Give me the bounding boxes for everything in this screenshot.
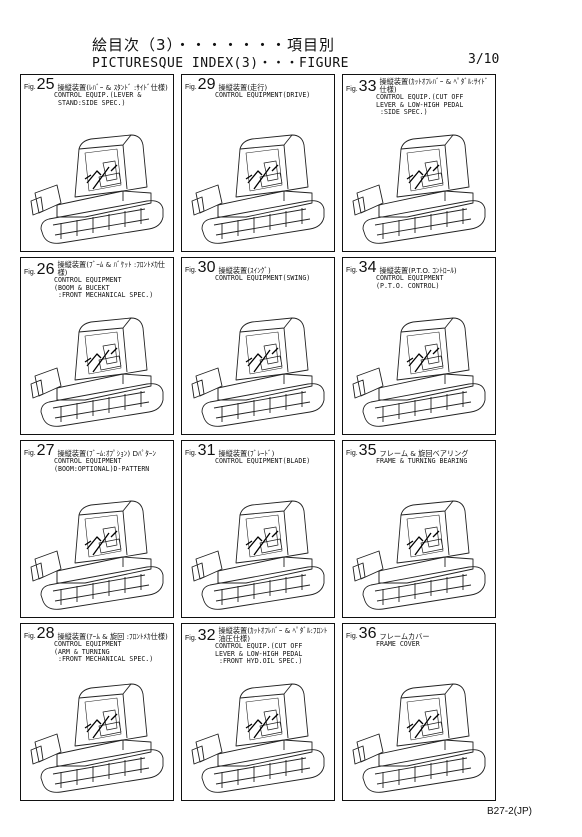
figure-caption: Fig. 32 操縦装置(ｶｯﾄｵﾌﾚﾊﾞｰ & ﾍﾟﾀﾞﾙ:ﾌﾛﾝﾄ油圧仕様)… (185, 627, 331, 666)
excavator-illustration (191, 683, 325, 793)
figure-cell-32[interactable]: Fig. 32 操縦装置(ｶｯﾄｵﾌﾚﾊﾞｰ & ﾍﾟﾀﾞﾙ:ﾌﾛﾝﾄ油圧仕様)… (181, 623, 335, 801)
fig-label: Fig. (346, 86, 358, 93)
fig-title-en: CONTROL EQUIPMENT(DRIVE) (215, 91, 311, 99)
fig-number: 34 (358, 259, 377, 276)
fig-number: 36 (358, 625, 377, 642)
fig-number: 32 (197, 627, 216, 644)
figure-cell-36[interactable]: Fig. 36 フレームカバー FRAME COVER (342, 623, 496, 801)
figure-caption: Fig. 36 フレームカバー FRAME COVER (346, 625, 492, 649)
document-code: B27-2(JP) (487, 806, 533, 817)
fig-label: Fig. (346, 633, 358, 640)
header-title-en: PICTURESQUE INDEX(3)・・・FIGURE (92, 56, 349, 71)
figure-caption: Fig. 26 操縦装置(ﾌﾞｰﾑ & ﾊﾞｹｯﾄ :ﾌﾛﾝﾄﾒｶ仕様) CON… (24, 261, 170, 300)
figure-cell-26[interactable]: Fig. 26 操縦装置(ﾌﾞｰﾑ & ﾊﾞｹｯﾄ :ﾌﾛﾝﾄﾒｶ仕様) CON… (20, 257, 174, 435)
figure-cell-33[interactable]: Fig. 33 操縦装置(ｶｯﾄｵﾌﾚﾊﾞｰ & ﾍﾟﾀﾞﾙ:ｻｲﾄﾞ仕様) C… (342, 74, 496, 252)
excavator-illustration (352, 683, 486, 793)
fig-title-en: CONTROL EQUIPMENT (ARM & TURNING :FRONT … (54, 640, 154, 664)
fig-number: 26 (36, 261, 55, 278)
fig-title-en: CONTROL EQUIPMENT (BOOM:OPTIONAL)D-PATTE… (54, 457, 150, 473)
fig-title-en: CONTROL EQUIP.(LEVER & STAND:SIDE SPEC.) (54, 91, 142, 107)
excavator-illustration (30, 317, 164, 427)
excavator-illustration (352, 500, 486, 610)
fig-title-en: FRAME COVER (376, 640, 420, 648)
figure-cell-29[interactable]: Fig. 29 操縦装置(走行) CONTROL EQUIPMENT(DRIVE… (181, 74, 335, 252)
fig-number: 31 (197, 442, 216, 459)
figure-caption: Fig. 33 操縦装置(ｶｯﾄｵﾌﾚﾊﾞｰ & ﾍﾟﾀﾞﾙ:ｻｲﾄﾞ仕様) C… (346, 78, 492, 117)
figure-caption: Fig. 30 操縦装置(ｽｲﾝｸﾞ) CONTROL EQUIPMENT(SW… (185, 259, 331, 283)
fig-title-en: CONTROL EQUIPMENT (BOOM & BUCEKT :FRONT … (54, 276, 154, 300)
figure-grid: Fig. 25 操縦装置(ﾚﾊﾞｰ & ｽﾀﾝﾄﾞ :ｻｲﾄﾞ仕様) CONTR… (20, 74, 496, 802)
fig-title-jp: 操縦装置(ﾌﾞﾚｰﾄﾞ) (218, 449, 275, 458)
excavator-illustration (352, 317, 486, 427)
fig-label: Fig. (185, 84, 197, 91)
fig-label: Fig. (24, 84, 36, 91)
figure-caption: Fig. 35 フレーム & 旋回ベアリング FRAME & TURNING B… (346, 442, 492, 466)
excavator-illustration (30, 683, 164, 793)
fig-title-jp: フレーム & 旋回ベアリング (379, 449, 469, 458)
figure-cell-28[interactable]: Fig. 28 操縦装置(ｱｰﾑ & 旋回 :ﾌﾛﾝﾄﾒｶ仕様) CONTROL… (20, 623, 174, 801)
fig-number: 25 (36, 76, 55, 93)
fig-label: Fig. (185, 450, 197, 457)
page-number: 3/10 (468, 52, 500, 67)
fig-title-jp: 操縦装置(ﾌﾞｰﾑ & ﾊﾞｹｯﾄ :ﾌﾛﾝﾄﾒｶ仕様) (57, 260, 165, 277)
figure-cell-27[interactable]: Fig. 27 操縦装置(ﾌﾞｰﾑ:ｵﾌﾟｼｮﾝ) Dﾊﾟﾀｰﾝ CONTROL… (20, 440, 174, 618)
figure-caption: Fig. 29 操縦装置(走行) CONTROL EQUIPMENT(DRIVE… (185, 76, 331, 100)
figure-caption: Fig. 31 操縦装置(ﾌﾞﾚｰﾄﾞ) CONTROL EQUIPMENT(B… (185, 442, 331, 466)
fig-label: Fig. (346, 450, 358, 457)
fig-title-en: CONTROL EQUIPMENT(SWING) (215, 274, 311, 282)
excavator-illustration (191, 500, 325, 610)
figure-caption: Fig. 27 操縦装置(ﾌﾞｰﾑ:ｵﾌﾟｼｮﾝ) Dﾊﾟﾀｰﾝ CONTROL… (24, 442, 170, 473)
fig-label: Fig. (185, 635, 197, 642)
fig-number: 30 (197, 259, 216, 276)
fig-label: Fig. (185, 267, 197, 274)
figure-cell-31[interactable]: Fig. 31 操縦装置(ﾌﾞﾚｰﾄﾞ) CONTROL EQUIPMENT(B… (181, 440, 335, 618)
fig-label: Fig. (24, 450, 36, 457)
figure-cell-25[interactable]: Fig. 25 操縦装置(ﾚﾊﾞｰ & ｽﾀﾝﾄﾞ :ｻｲﾄﾞ仕様) CONTR… (20, 74, 174, 252)
fig-title-en: FRAME & TURNING BEARING (376, 457, 468, 465)
fig-title-jp: 操縦装置(ﾚﾊﾞｰ & ｽﾀﾝﾄﾞ :ｻｲﾄﾞ仕様) (57, 83, 168, 92)
fig-title-jp: 操縦装置(ｶｯﾄｵﾌﾚﾊﾞｰ & ﾍﾟﾀﾞﾙ:ｻｲﾄﾞ仕様) (379, 77, 489, 94)
figure-cell-34[interactable]: Fig. 34 操縦装置(P.T.O. ｺﾝﾄﾛｰﾙ) CONTROL EQUI… (342, 257, 496, 435)
fig-title-jp: 操縦装置(ｱｰﾑ & 旋回 :ﾌﾛﾝﾄﾒｶ仕様) (57, 632, 168, 641)
fig-title-jp: 操縦装置(走行) (218, 83, 268, 92)
fig-title-en: CONTROL EQUIP.(CUT OFF LEVER & LOW-HIGH … (376, 93, 464, 117)
fig-title-jp: 操縦装置(ｶｯﾄｵﾌﾚﾊﾞｰ & ﾍﾟﾀﾞﾙ:ﾌﾛﾝﾄ油圧仕様) (218, 626, 328, 643)
fig-title-jp: フレームカバー (379, 632, 430, 641)
figure-caption: Fig. 25 操縦装置(ﾚﾊﾞｰ & ｽﾀﾝﾄﾞ :ｻｲﾄﾞ仕様) CONTR… (24, 76, 170, 107)
fig-number: 28 (36, 625, 55, 642)
figure-caption: Fig. 34 操縦装置(P.T.O. ｺﾝﾄﾛｰﾙ) CONTROL EQUI… (346, 259, 492, 290)
figure-cell-35[interactable]: Fig. 35 フレーム & 旋回ベアリング FRAME & TURNING B… (342, 440, 496, 618)
excavator-illustration (30, 500, 164, 610)
excavator-illustration (191, 317, 325, 427)
fig-number: 27 (36, 442, 55, 459)
fig-number: 35 (358, 442, 377, 459)
fig-number: 33 (358, 78, 377, 95)
excavator-illustration (352, 134, 486, 244)
fig-title-en: CONTROL EQUIP.(CUT OFF LEVER & LOW-HIGH … (215, 642, 303, 666)
fig-label: Fig. (346, 267, 358, 274)
figure-cell-30[interactable]: Fig. 30 操縦装置(ｽｲﾝｸﾞ) CONTROL EQUIPMENT(SW… (181, 257, 335, 435)
header-title-jp: 絵目次（3）・・・・・・・項目別 (92, 36, 336, 54)
figure-caption: Fig. 28 操縦装置(ｱｰﾑ & 旋回 :ﾌﾛﾝﾄﾒｶ仕様) CONTROL… (24, 625, 170, 664)
excavator-illustration (191, 134, 325, 244)
excavator-illustration (30, 134, 164, 244)
fig-title-jp: 操縦装置(ﾌﾞｰﾑ:ｵﾌﾟｼｮﾝ) Dﾊﾟﾀｰﾝ (57, 449, 156, 458)
fig-number: 29 (197, 76, 216, 93)
fig-title-en: CONTROL EQUIPMENT(BLADE) (215, 457, 311, 465)
fig-label: Fig. (24, 269, 36, 276)
fig-title-en: CONTROL EQUIPMENT (P.T.O. CONTROL) (376, 274, 444, 290)
fig-title-jp: 操縦装置(ｽｲﾝｸﾞ) (218, 266, 271, 275)
fig-title-jp: 操縦装置(P.T.O. ｺﾝﾄﾛｰﾙ) (379, 266, 457, 275)
fig-label: Fig. (24, 633, 36, 640)
